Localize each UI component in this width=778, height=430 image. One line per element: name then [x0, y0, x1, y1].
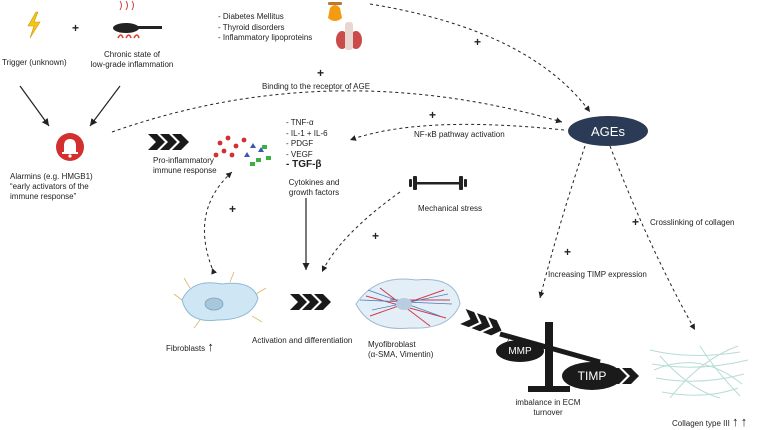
honey-icon	[328, 2, 342, 21]
ages-node: AGEs	[568, 116, 648, 146]
arrow-trigger-to-alarmins	[19, 85, 50, 127]
cytokine-item: PDGF	[286, 139, 328, 150]
plus-sign: +	[564, 245, 572, 259]
cytokine-item: TNF-α	[286, 118, 328, 129]
activation-label: Activation and differentiation	[252, 336, 353, 345]
mmp-oval: MMP	[496, 340, 544, 362]
collagen-fibers-icon	[649, 345, 749, 399]
up-arrow-icon: ↑	[207, 339, 214, 354]
condition-item: Thyroid disorders	[218, 23, 312, 34]
plus-sign: +	[632, 215, 640, 229]
thyroid-icon	[336, 22, 362, 50]
condition-item: Diabetes Mellitus	[218, 12, 312, 23]
chevron-activation	[290, 294, 331, 310]
fibroblasts-label: Fibroblasts ↑	[166, 339, 214, 354]
plus-sign: +	[372, 229, 380, 243]
plus-sign: +	[229, 202, 237, 216]
cytokine-item: VEGF	[286, 150, 328, 161]
inflammation-label: Chronic state of low-grade inflammation	[90, 50, 174, 69]
arrow-fibroblasts-cytokines	[203, 171, 233, 275]
cytokine-emph-item: TGF-β	[286, 159, 328, 171]
frying-pan-icon	[113, 0, 162, 39]
dumbbell-icon	[409, 176, 467, 190]
myofibroblast-label: Myofibroblast (α-SMA, Vimentin)	[368, 340, 434, 359]
chevron-proinflammatory	[148, 134, 189, 150]
alarmins-label: Alarmins (e.g. HMGB1) “early activators …	[10, 172, 93, 201]
imbalance-label: imbalance in ECM turnover	[515, 398, 581, 417]
condition-item: Inflammatory lipoproteins	[218, 33, 312, 44]
arrow-binding-to-ages	[111, 90, 563, 133]
lightning-icon	[27, 11, 41, 39]
mechanical-stress-label: Mechanical stress	[418, 204, 483, 213]
cytokine-item: IL-1 + IL-6	[286, 129, 328, 140]
up-arrow-icon: ↑	[740, 414, 748, 429]
fibroblast-cell-icon	[173, 271, 267, 329]
conditions-list: Diabetes Mellitus Thyroid disorders Infl…	[218, 12, 313, 44]
crosslinking-label: Crosslinking of collagen	[650, 218, 735, 227]
plus-sign: +	[72, 21, 80, 35]
timp-oval: TIMP	[562, 362, 622, 390]
myofibroblast-cell-icon	[355, 278, 461, 329]
plus-sign: +	[429, 108, 437, 122]
collagen-label: Collagen type III ↑ ↑	[672, 414, 748, 429]
arrow-ages-to-collagen	[609, 145, 696, 331]
nfkb-label: NF-κB pathway activation	[414, 130, 505, 139]
alarm-bell-icon	[56, 133, 84, 161]
proinflammatory-label: Pro-inflammatory immune response	[153, 156, 217, 175]
binding-label: Binding to the receptor of AGE	[262, 82, 371, 91]
arrow-ages-to-timp	[538, 145, 586, 299]
cytokines-label: Cytokines and growth factors	[288, 178, 340, 197]
arrow-conditions-to-ages	[369, 3, 591, 113]
up-arrow-icon: ↑	[732, 414, 739, 429]
arrow-mechanical-to-activation	[321, 191, 401, 273]
plus-sign: +	[474, 35, 482, 49]
cytokines-list: TNF-α IL-1 + IL-6 PDGF VEGF TGF-β	[286, 118, 328, 171]
trigger-label: Trigger (unknown)	[2, 58, 67, 67]
cytokine-particles-icon	[213, 135, 271, 166]
plus-sign: +	[317, 66, 325, 80]
arrow-inflammation-to-alarmins	[89, 85, 121, 127]
timp-expression-label: Increasing TIMP expression	[548, 270, 647, 279]
chevron-myofibroblast	[460, 309, 502, 336]
